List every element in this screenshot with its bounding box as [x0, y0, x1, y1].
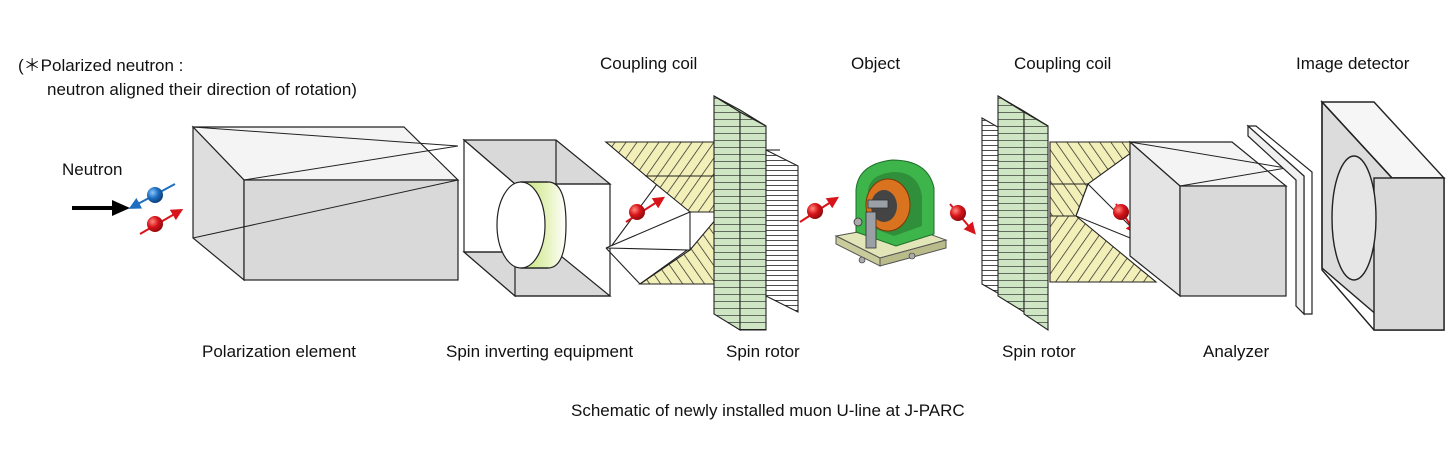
- label-neutron: Neutron: [62, 160, 123, 179]
- label-spin-inverting-equipment: Spin inverting equipment: [446, 342, 634, 361]
- label-polarization-element: Polarization element: [202, 342, 357, 361]
- label-image-detector: Image detector: [1296, 54, 1410, 73]
- label-coupling-coil-right: Coupling coil: [1014, 54, 1112, 73]
- polarized-note-line1: (＊Polarized neutron :: [18, 56, 184, 75]
- spin-inverting-equipment: [462, 138, 612, 298]
- label-spin-rotor-right: Spin rotor: [1002, 342, 1076, 361]
- label-spin-rotor-left: Spin rotor: [726, 342, 800, 361]
- polarized-note-line2: neutron aligned their direction of rotat…: [47, 80, 357, 99]
- coupling-coil-left: [604, 141, 723, 285]
- analyzer: [1128, 124, 1313, 316]
- image-detector: [1320, 100, 1446, 331]
- spin-rotor-left: [713, 95, 799, 331]
- label-analyzer: Analyzer: [1203, 342, 1270, 361]
- neutron-after-object: [949, 203, 976, 235]
- incoming-neutrons: [128, 183, 184, 235]
- spin-rotor-right: [981, 95, 1049, 332]
- neutron-before-object: [799, 196, 840, 223]
- neutron-arrow: [72, 200, 130, 216]
- label-coupling-coil-left: Coupling coil: [600, 54, 698, 73]
- object-device: [834, 159, 948, 267]
- neutron-after-inverter: [625, 196, 666, 223]
- polarization-element: [191, 125, 460, 282]
- label-object: Object: [851, 54, 901, 73]
- caption: Schematic of newly installed muon U-line…: [571, 401, 965, 420]
